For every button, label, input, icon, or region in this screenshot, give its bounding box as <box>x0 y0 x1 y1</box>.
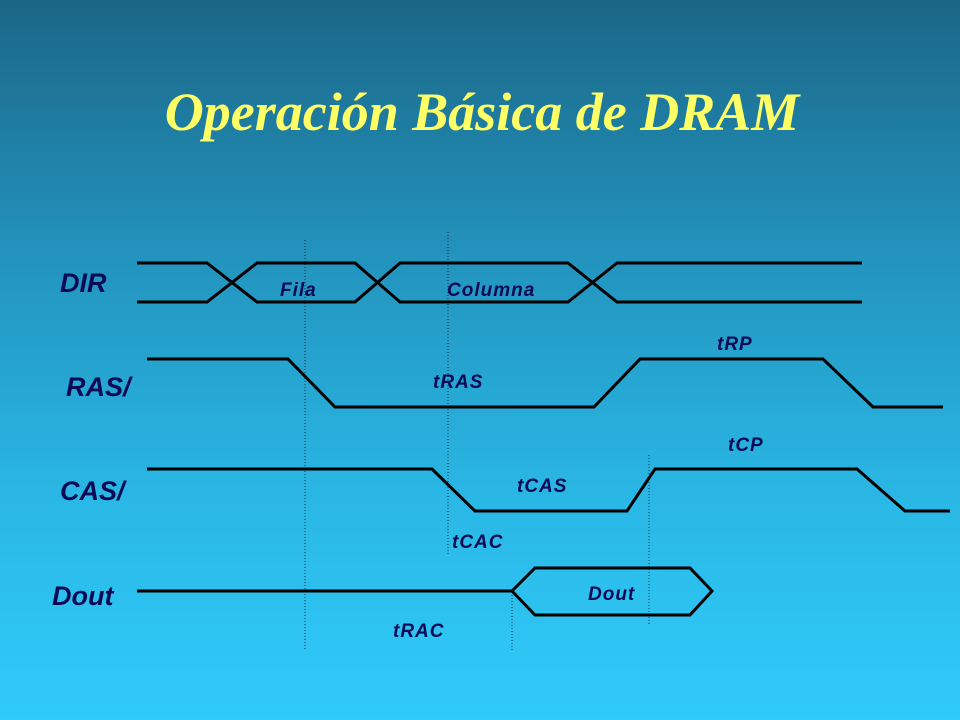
bus-label-column: Columna <box>447 280 535 301</box>
timing-label-tcp: tCP <box>728 435 764 456</box>
timing-label-trp: tRP <box>717 334 753 355</box>
signal-label-dout: Dout <box>52 581 114 611</box>
bus-label-data: Dout <box>588 584 635 605</box>
cas-waveform <box>147 467 950 513</box>
bus-label-row: Fila <box>280 280 317 301</box>
signal-label-ras: RAS/ <box>66 372 133 402</box>
slide-title: Operación Básica de DRAM <box>165 82 801 142</box>
dir-bus-waveform-lower <box>137 261 862 304</box>
ras-waveform <box>147 357 943 409</box>
timing-label-trac: tRAC <box>393 621 445 642</box>
dout-data-valid-window <box>509 566 715 617</box>
signal-label-dir: DIR <box>60 268 107 298</box>
timing-label-tras: tRAS <box>433 372 483 393</box>
signal-label-cas: CAS/ <box>60 476 127 506</box>
timing-label-tcac: tCAC <box>452 532 504 553</box>
timing-label-tcas: tCAS <box>517 476 567 497</box>
